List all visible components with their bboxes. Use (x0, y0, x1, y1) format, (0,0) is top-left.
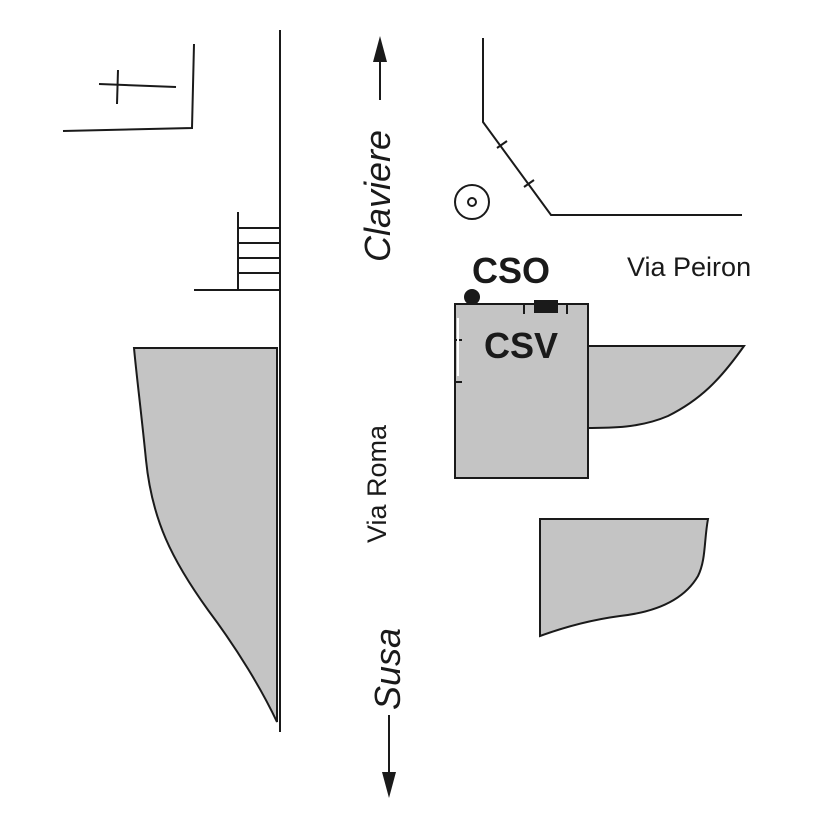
site-label-csv: CSV (484, 325, 558, 366)
direction-label-susa: Susa (367, 628, 408, 710)
arrow-up-icon (373, 36, 387, 100)
csv-sensor-marker (534, 300, 558, 313)
site-label-cso: CSO (472, 250, 550, 291)
cso-station-marker (464, 289, 480, 305)
arrow-down-icon (382, 715, 396, 798)
lower-right-building (539, 518, 710, 638)
csv-building (454, 303, 589, 479)
top-right-plot-outline (482, 38, 742, 216)
csv-building-details (455, 300, 568, 383)
direction-label-claviere: Claviere (357, 130, 398, 262)
right-wing-building (584, 345, 746, 430)
street-label-via-roma: Via Roma (362, 424, 392, 543)
left-building (132, 347, 278, 723)
street-label-via-peiron: Via Peiron (627, 252, 751, 282)
stairs (194, 212, 280, 291)
fountain-icon (454, 184, 490, 220)
cross-icon (98, 69, 177, 105)
top-left-plot-outline (62, 43, 195, 132)
